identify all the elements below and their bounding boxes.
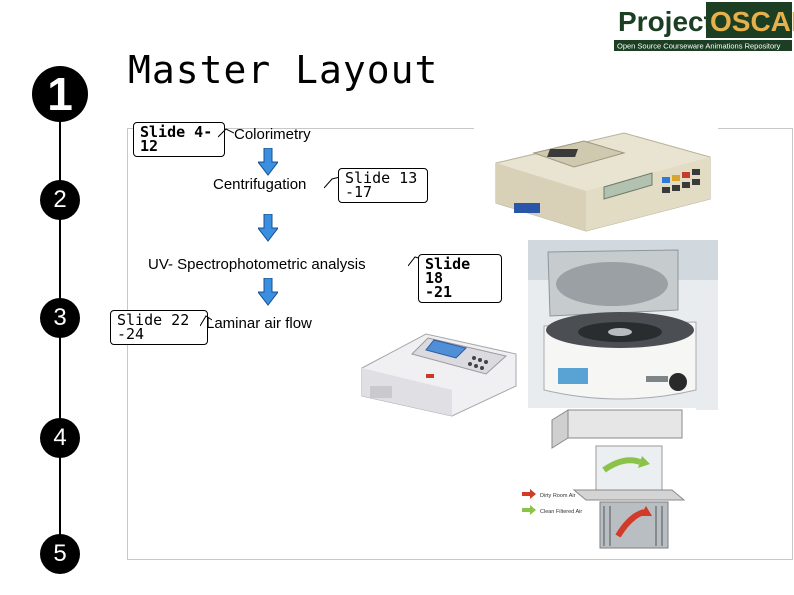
callout-line: -17	[345, 183, 373, 201]
callout-slide-22-24[interactable]: Slide 22 -24	[110, 310, 208, 345]
callout-pointer	[324, 176, 340, 189]
dirty-air-arrow-icon	[522, 489, 536, 499]
project-oscar-logo: Project OSCAR Open Source Courseware Ani…	[612, 0, 794, 52]
label-uv-spectrophotometric: UV- Spectrophotometric analysis	[148, 256, 366, 273]
step-3-circle[interactable]: 3	[40, 298, 80, 338]
callout-slide-4-12[interactable]: Slide 4- 12	[133, 122, 225, 157]
callout-slide-13-17[interactable]: Slide 13 -17	[338, 168, 428, 203]
step-2-circle[interactable]: 2	[40, 180, 80, 220]
colorimeter-image	[474, 127, 718, 237]
callout-line: Slide 18	[425, 255, 471, 287]
label-laminar-air-flow: Laminar air flow	[206, 315, 312, 332]
step-5-circle[interactable]: 5	[40, 534, 80, 574]
centrifuge-image	[528, 240, 718, 410]
logo-project-text: Project	[618, 6, 713, 37]
label-centrifugation: Centrifugation	[213, 176, 307, 193]
callout-line: Slide 22	[117, 311, 190, 329]
clean-air-arrow-icon	[522, 505, 536, 515]
callout-pointer	[218, 128, 234, 138]
page-title: Master Layout	[128, 48, 439, 92]
spectrophotometer-image	[356, 328, 526, 418]
logo-oscar-text: OSCAR	[710, 6, 794, 37]
callout-line: 12	[140, 137, 159, 155]
callout-line: -21	[425, 283, 453, 301]
callout-pointer	[200, 315, 212, 327]
legend-dirty-air: Dirty Room Air	[540, 493, 576, 499]
step-1-circle[interactable]: 1	[32, 66, 88, 122]
step-4-circle[interactable]: 4	[40, 418, 80, 458]
callout-slide-18-21[interactable]: Slide 18 -21	[418, 254, 502, 303]
callout-line: Slide 4-	[140, 123, 213, 141]
callout-line: Slide 13	[345, 169, 418, 187]
logo-subtitle-text: Open Source Courseware Animations Reposi…	[617, 42, 781, 51]
flow-down-arrow-icon	[258, 278, 278, 306]
flow-down-arrow-icon	[258, 148, 278, 176]
laminar-air-flow-hood-image: Dirty Room Air Clean Filtered Air	[512, 408, 696, 556]
legend-clean-air: Clean Filtered Air	[540, 509, 582, 515]
callout-line: -24	[117, 325, 145, 343]
flow-down-arrow-icon	[258, 214, 278, 242]
label-colorimetry: Colorimetry	[234, 126, 311, 143]
